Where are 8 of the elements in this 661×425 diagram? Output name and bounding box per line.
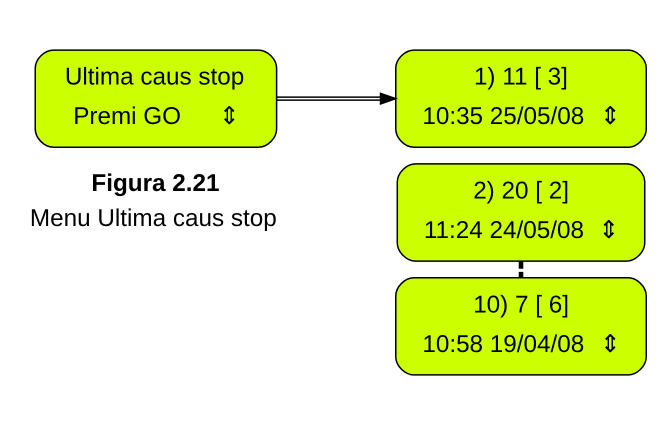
node-box: Ultima caus stop Premi GO ⇕ [34, 49, 278, 148]
node-box: 2) 20 [ 2] 11:24 24/05/08 ⇕ [396, 163, 646, 262]
label: Figura 2.21 [91, 170, 220, 197]
node-box: 10) 7 [ 6] 10:58 19/04/08 ⇕ [395, 277, 647, 376]
arrow [277, 92, 398, 106]
connector [518, 261, 524, 278]
node-box: 1) 11 [ 3] 10:35 25/05/08 ⇕ [395, 49, 647, 148]
caption: Menu Ultima caus stop [30, 204, 277, 232]
